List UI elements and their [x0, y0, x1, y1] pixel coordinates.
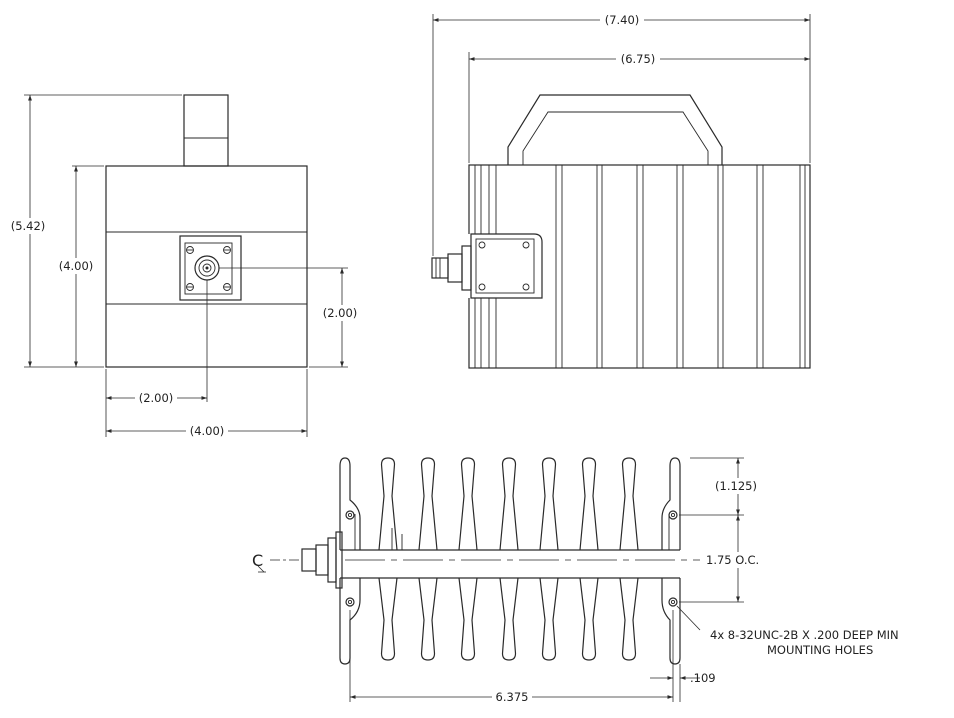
bottom-fin: [458, 577, 478, 661]
top-fin: [499, 457, 519, 551]
bottom-fin: [619, 577, 639, 661]
centerline-symbol: C: [252, 551, 263, 570]
left-end-wall: [339, 578, 361, 665]
left-end-wall: [339, 457, 361, 550]
bottom-view: C (1.125) 1.75 O.C. 4x 8-32UNC-2B X .200…: [252, 457, 899, 705]
dim-bottom-hole-spacing: 1.75 O.C.: [706, 553, 759, 567]
side-view: (7.40) (6.75): [431, 12, 811, 369]
top-fin: [539, 457, 559, 551]
dim-bottom-hole-pitch: 6.375: [496, 690, 529, 704]
dim-side-body-length: (6.75): [621, 52, 656, 66]
front-handle: [183, 94, 229, 167]
dim-side-overall-length: (7.40): [605, 13, 640, 27]
front-view: (5.42) (4.00) (2.00) (2.00) (4.00): [8, 94, 362, 439]
side-connector: [431, 233, 543, 299]
bottom-fin-row: [339, 577, 681, 665]
top-fin: [619, 457, 639, 551]
top-fin: [579, 457, 599, 551]
dim-front-connector-height: (2.00): [323, 306, 358, 320]
dim-front-body-height: (4.00): [59, 259, 94, 273]
top-fin: [418, 457, 438, 551]
top-fin: [378, 457, 398, 551]
bottom-connector: [301, 528, 403, 589]
front-connector-plate: [179, 235, 242, 301]
dim-bottom-edge-offset: .109: [690, 671, 716, 685]
mounting-holes-note-line2: MOUNTING HOLES: [767, 643, 873, 657]
bottom-fin: [418, 577, 438, 661]
mounting-holes-note-line1: 4x 8-32UNC-2B X .200 DEEP MIN: [710, 628, 899, 642]
side-handle: [507, 94, 723, 165]
bottom-fin: [579, 577, 599, 661]
right-end-wall: [661, 578, 681, 665]
top-fin: [458, 457, 478, 551]
bottom-fin: [499, 577, 519, 661]
dim-front-connector-offset: (2.00): [139, 391, 174, 405]
bottom-fin: [539, 577, 559, 661]
dim-bottom-top-offset: (1.125): [715, 479, 757, 493]
top-fin-row: [339, 457, 681, 551]
bottom-fin: [378, 577, 398, 661]
front-body-outline: [105, 165, 308, 368]
dim-front-overall-height: (5.42): [11, 219, 46, 233]
right-end-wall: [661, 457, 681, 550]
bottom-mounting-holes: [345, 510, 678, 607]
dim-front-body-width: (4.00): [190, 424, 225, 438]
